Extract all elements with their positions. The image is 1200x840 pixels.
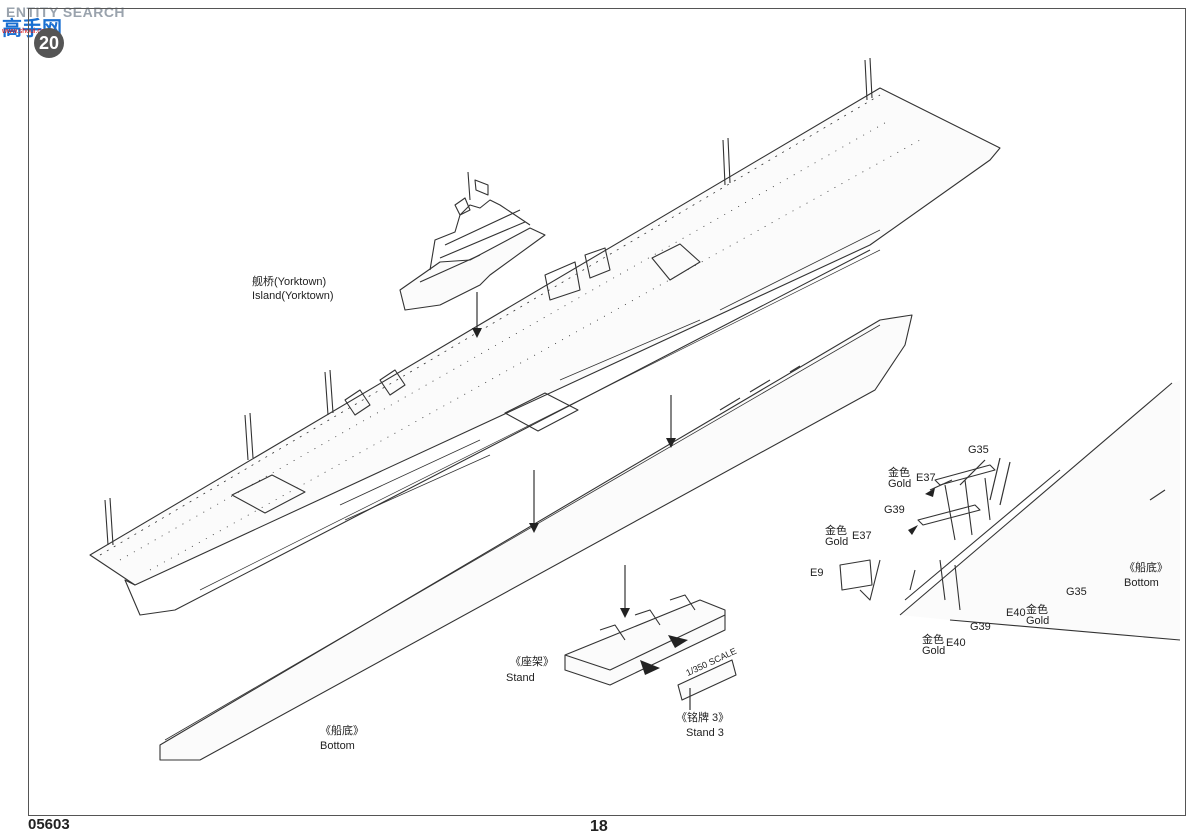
assembly-arrows (476, 292, 1011, 710)
gold-label-d-en: Gold (922, 645, 946, 657)
part-label-g35-b: G35 (1066, 586, 1087, 598)
gold-label-c-cn: 金色 (1026, 604, 1048, 616)
gold-label-b-cn: 金色 (825, 525, 847, 537)
part-label-e9: E9 (810, 567, 824, 579)
step-number-badge: 20 (34, 28, 64, 58)
deck-elevator-aft (231, 474, 306, 514)
island-structure (399, 171, 546, 311)
gold-label-a-cn: 金色 (888, 467, 910, 479)
product-code: 05603 (28, 816, 70, 833)
deck-elevator-fwd (651, 243, 701, 281)
island-label-cn: 舰桥(Yorktown) (252, 276, 327, 288)
watermark-url: www.shoui.com (2, 28, 51, 35)
hull-bow-section (899, 380, 1181, 641)
gold-label-c-en: Gold (1026, 615, 1050, 627)
page-frame (28, 8, 1186, 816)
stand3-label-cn: 《铭牌 3》 (676, 712, 730, 724)
part-label-g35-top: G35 (968, 444, 989, 456)
part-label-g39-a: G39 (884, 504, 905, 516)
bottom-left-label-en: Bottom (320, 740, 355, 752)
part-label-e40-a: E40 (1006, 607, 1026, 619)
stand-label-cn: 《座架》 (510, 656, 554, 668)
small-parts (839, 464, 996, 611)
bottom-right-label-en: Bottom (1124, 577, 1159, 589)
part-label-g39-b: G39 (970, 621, 991, 633)
part-e9 (839, 559, 873, 591)
gold-label-d-cn: 金色 (922, 634, 944, 646)
flight-deck (89, 57, 1001, 616)
gold-label-b-en: Gold (825, 536, 849, 548)
gold-label-a-en: Gold (888, 478, 912, 490)
bottom-left-label-cn: 《船底》 (320, 725, 364, 737)
nameplate (677, 659, 737, 701)
page-number: 18 (590, 818, 608, 835)
lower-hull (159, 314, 913, 761)
bottom-right-label-cn: 《船底》 (1124, 562, 1168, 574)
stand3-label-en: Stand 3 (686, 727, 724, 739)
stand-label-en: Stand (506, 672, 535, 684)
part-label-e37-a: E37 (916, 472, 936, 484)
deck-elevator-mid (504, 392, 579, 432)
display-stand (564, 594, 726, 686)
part-label-e40-b: E40 (946, 637, 966, 649)
part-label-e37-b: E37 (852, 530, 872, 542)
island-label-en: Island(Yorktown) (252, 290, 334, 302)
